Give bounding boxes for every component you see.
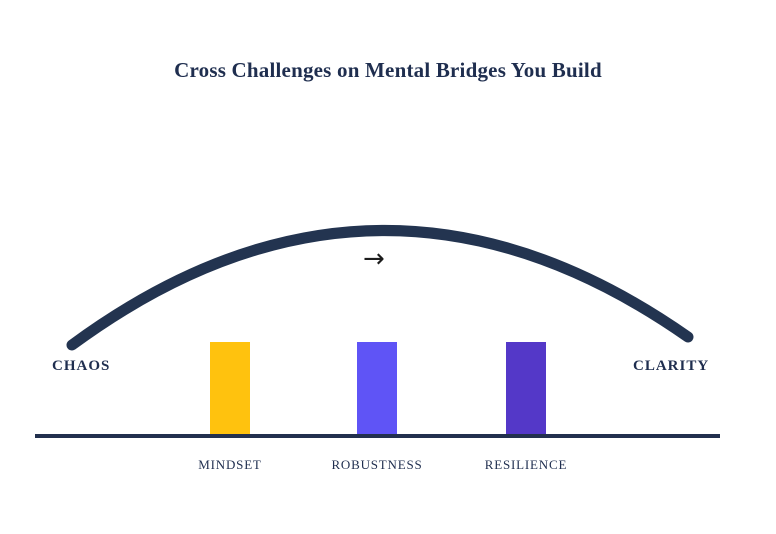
pillar-resilience <box>506 342 546 434</box>
pillar-label-mindset: MINDSET <box>198 457 262 472</box>
pillar-mindset <box>210 342 250 434</box>
direction-arrow-icon: → <box>363 244 385 274</box>
chaos-label: CHAOS <box>52 358 111 374</box>
ground-line <box>35 434 720 438</box>
pillar-label-robustness: ROBUSTNESS <box>331 457 423 472</box>
clarity-label: CLARITY <box>633 358 710 374</box>
pillar-label-resilience: RESILIENCE <box>484 457 568 472</box>
page-title: Cross Challenges on Mental Bridges You B… <box>174 58 602 82</box>
pillar-robustness <box>357 342 397 434</box>
